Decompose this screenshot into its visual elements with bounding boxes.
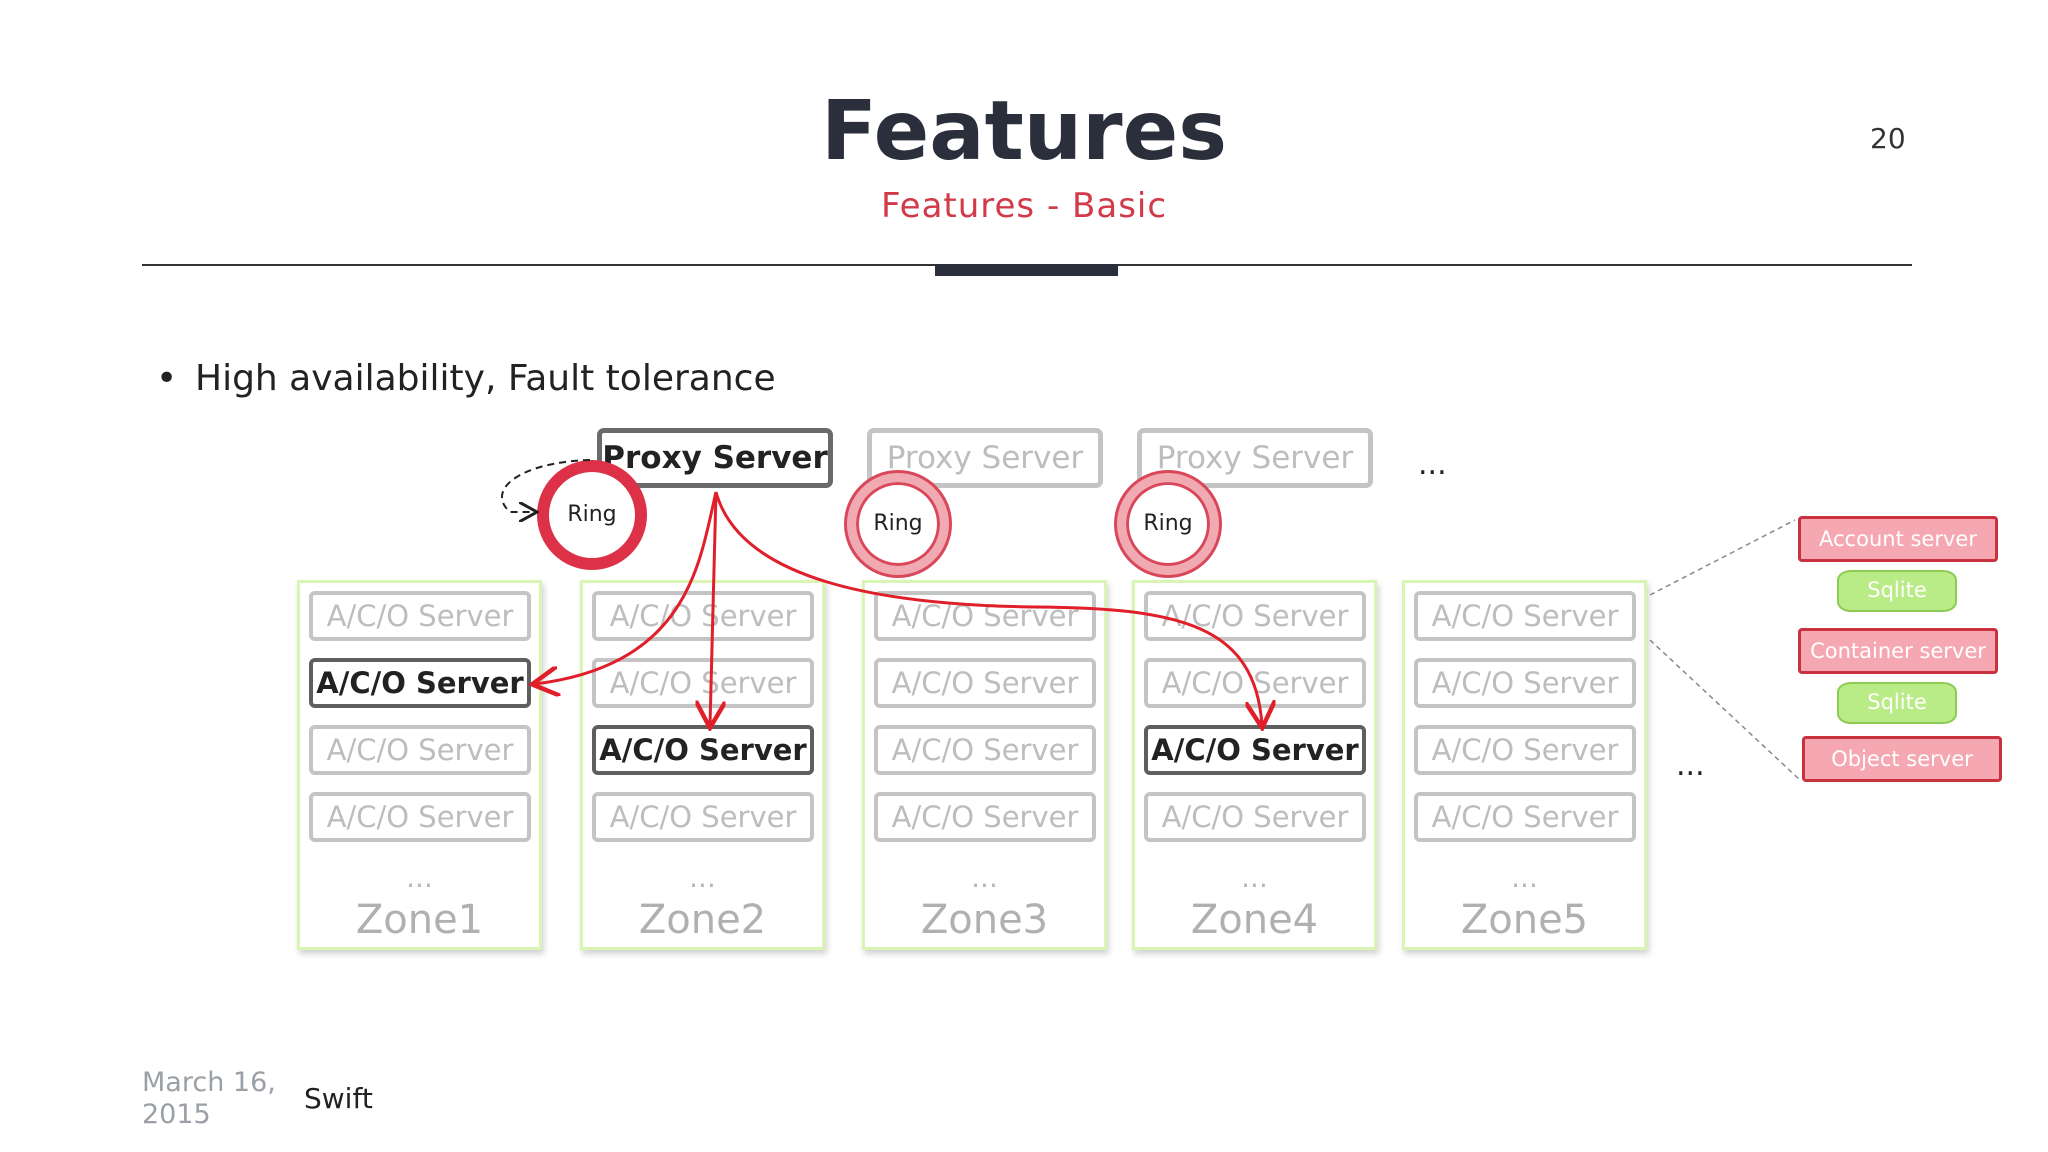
zone-more-dots: ... [1241,861,1268,894]
aco-server: A/C/O Server [592,658,814,708]
sqlite-label: Sqlite [1867,578,1927,602]
aco-server: A/C/O Server [1414,591,1636,641]
object-server-box: Object server [1802,736,2002,782]
aco-server: A/C/O Server [1414,725,1636,775]
aco-server: A/C/O Server [1414,792,1636,842]
zone-label: Zone3 [920,897,1049,943]
aco-server: A/C/O Server [874,658,1096,708]
route-arrow-zone4 [714,491,1262,725]
zone-4: A/C/O Server A/C/O Server A/C/O Server A… [1132,580,1377,950]
database-icon [1837,570,1957,612]
bullet-text: High availability, Fault tolerance [195,358,776,399]
aco-server: A/C/O Server [309,725,531,775]
zone-label: Zone1 [355,897,484,943]
database-icon [1837,682,1957,724]
zones-more-dots: ... [1676,748,1705,783]
container-server-box: Container server [1798,628,1998,674]
aco-server: A/C/O Server [309,792,531,842]
detail-leader-top [1649,519,1796,596]
zone-3: A/C/O Server A/C/O Server A/C/O Server A… [862,580,1107,950]
zone-label: Zone4 [1190,897,1319,943]
footer-title: Swift [304,1082,373,1115]
proxies-more-dots: ... [1418,447,1447,482]
aco-server-active: A/C/O Server [1144,725,1366,775]
footer-date: March 16, 2015 [142,1067,276,1131]
detail-leader-bottom [1649,639,1801,781]
aco-server-active: A/C/O Server [309,658,531,708]
sqlite-db-2: Sqlite [1837,682,1957,724]
zone-label: Zone5 [1460,897,1589,943]
slide-title: Features [820,84,1228,179]
bullet-marker: • [156,358,178,399]
zone-more-dots: ... [689,861,716,894]
zone-1: A/C/O Server A/C/O Server A/C/O Server A… [297,580,542,950]
aco-server: A/C/O Server [1144,591,1366,641]
zone-more-dots: ... [971,861,998,894]
aco-server-active: A/C/O Server [592,725,814,775]
aco-server: A/C/O Server [592,591,814,641]
zone-5: A/C/O Server A/C/O Server A/C/O Server A… [1402,580,1647,950]
aco-server: A/C/O Server [874,725,1096,775]
footer-date-line1: March 16, [142,1067,276,1098]
zone-2: A/C/O Server A/C/O Server A/C/O Server A… [580,580,825,950]
ring: Ring [847,473,949,575]
aco-server: A/C/O Server [1144,658,1366,708]
sqlite-label: Sqlite [1867,690,1927,714]
slide-subtitle: Features - Basic [880,186,1168,226]
footer-date-line2: 2015 [142,1099,211,1130]
route-arrow-zone2 [710,491,716,725]
aco-server: A/C/O Server [1414,658,1636,708]
aco-server: A/C/O Server [592,792,814,842]
aco-server: A/C/O Server [874,591,1096,641]
zone-more-dots: ... [1511,861,1538,894]
header-divider-accent [935,264,1118,276]
account-server-box: Account server [1798,516,1998,562]
aco-server: A/C/O Server [1144,792,1366,842]
proxy-server-active: Proxy Server [597,428,833,488]
sqlite-db-1: Sqlite [1837,570,1957,612]
zone-label: Zone2 [638,897,767,943]
page-number: 20 [1870,122,1906,155]
aco-server: A/C/O Server [874,792,1096,842]
ring-lookup-arrow [500,459,591,512]
zone-more-dots: ... [406,861,433,894]
aco-server: A/C/O Server [309,591,531,641]
route-arrow-zone1 [535,491,718,684]
ring: Ring [1117,473,1219,575]
